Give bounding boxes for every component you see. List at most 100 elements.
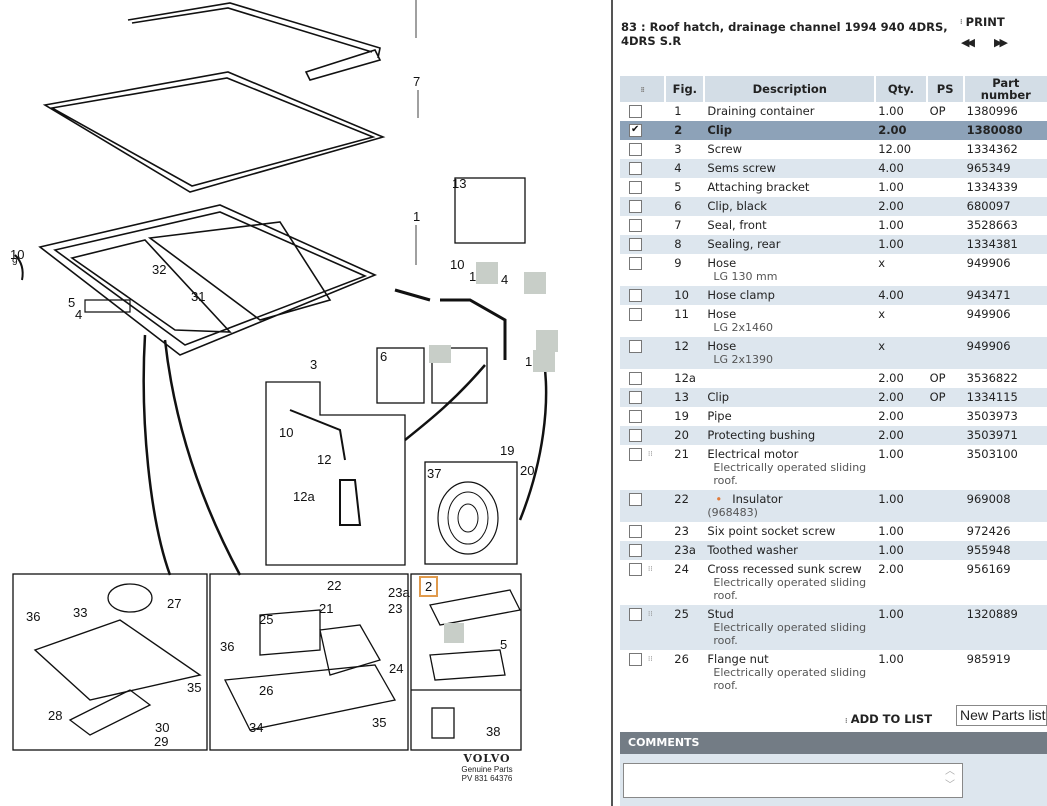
row-checkbox[interactable]	[629, 238, 642, 251]
callout[interactable]: 24	[389, 661, 404, 676]
previous-icon[interactable]: ◀◀	[961, 36, 975, 49]
column-fig[interactable]: Fig.	[666, 76, 706, 102]
callout[interactable]: 23	[388, 601, 403, 616]
print-button[interactable]: ⁞ PRINT	[960, 15, 1005, 29]
row-checkbox[interactable]	[629, 563, 642, 576]
callout[interactable]: 29	[154, 734, 169, 749]
row-checkbox[interactable]	[629, 105, 642, 118]
callout[interactable]: 31	[191, 289, 206, 304]
callout[interactable]: 10	[279, 425, 294, 440]
callout[interactable]: 33	[73, 605, 88, 620]
panel-divider[interactable]	[611, 0, 613, 806]
next-icon[interactable]: ▶▶	[994, 36, 1008, 49]
row-checkbox[interactable]	[629, 448, 642, 461]
scroll-up-icon[interactable]: ︿	[945, 766, 955, 777]
callout[interactable]: 36	[220, 639, 235, 654]
callout-selected[interactable]: 2	[419, 576, 439, 597]
row-checkbox[interactable]	[629, 289, 642, 302]
callout[interactable]: 12a	[293, 489, 315, 504]
row-checkbox[interactable]	[629, 493, 642, 506]
add-to-list-button[interactable]: ⁞ ADD TO LIST	[845, 712, 932, 726]
row-checkbox[interactable]	[629, 525, 642, 538]
callout[interactable]: 6	[380, 349, 388, 364]
callout[interactable]: 22	[327, 578, 342, 593]
callout[interactable]: 25	[259, 612, 274, 627]
row-checkbox[interactable]	[629, 200, 642, 213]
callout[interactable]: 21	[319, 601, 334, 616]
callout[interactable]: 13	[452, 176, 467, 191]
callout[interactable]: 28	[48, 708, 63, 723]
callout[interactable]: 1	[469, 269, 477, 284]
dots-icon[interactable]: ⁞⁞	[648, 610, 653, 618]
callout[interactable]: 38	[486, 724, 501, 739]
callout[interactable]: 12	[317, 452, 332, 467]
callout[interactable]: 30	[155, 720, 170, 735]
row-checkbox[interactable]	[629, 544, 642, 557]
row-checkbox[interactable]	[629, 653, 642, 666]
parts-list-select[interactable]: New Parts list	[956, 705, 1047, 726]
callout[interactable]: 32	[152, 262, 167, 277]
callout[interactable]: 20	[520, 463, 535, 478]
callout[interactable]: 4	[75, 307, 83, 322]
callout[interactable]: 7	[413, 74, 421, 89]
scroll-down-icon[interactable]: ﹀	[945, 780, 955, 791]
row-checkbox[interactable]	[629, 123, 642, 137]
callout[interactable]: 4	[501, 272, 509, 287]
comments-scrollbar[interactable]: ︿ ﹀	[945, 765, 955, 793]
row-checkbox[interactable]	[629, 308, 642, 321]
dots-icon[interactable]: ⁞⁞	[648, 565, 653, 573]
row-checkbox[interactable]	[629, 162, 642, 175]
callout[interactable]: 3	[310, 357, 318, 372]
callout[interactable]: 35	[372, 715, 387, 730]
dots-icon[interactable]: ⁞⁞	[648, 655, 653, 663]
row-checkbox[interactable]	[629, 391, 642, 404]
row-checkbox[interactable]	[629, 429, 642, 442]
column-part-number[interactable]: Part number	[964, 76, 1047, 102]
row-checkbox[interactable]	[629, 340, 642, 353]
callout[interactable]: 19	[500, 443, 515, 458]
callout[interactable]: 34	[249, 720, 264, 735]
row-checkbox[interactable]	[629, 372, 642, 385]
callout[interactable]: 10	[450, 257, 465, 272]
column-qty[interactable]: Qty.	[876, 76, 928, 102]
callout[interactable]: 1	[413, 209, 421, 224]
row-checkbox[interactable]	[629, 608, 642, 621]
callout[interactable]: 27	[167, 596, 182, 611]
callout[interactable]: 5	[68, 295, 76, 310]
callout[interactable]: 36	[26, 609, 41, 624]
row-checkbox[interactable]	[629, 181, 642, 194]
row-checkbox[interactable]	[629, 257, 642, 270]
callout[interactable]: 1	[525, 354, 533, 369]
callout[interactable]: 37	[427, 466, 442, 481]
callout[interactable]: 10	[10, 247, 25, 262]
callout[interactable]: 35	[187, 680, 202, 695]
row-checkbox[interactable]	[629, 143, 642, 156]
row-checkbox[interactable]	[629, 410, 642, 423]
column-description[interactable]: Description	[705, 76, 877, 102]
comments-input[interactable]	[623, 763, 963, 798]
callout[interactable]: 5	[500, 637, 508, 652]
column-ps[interactable]: PS	[927, 76, 965, 102]
